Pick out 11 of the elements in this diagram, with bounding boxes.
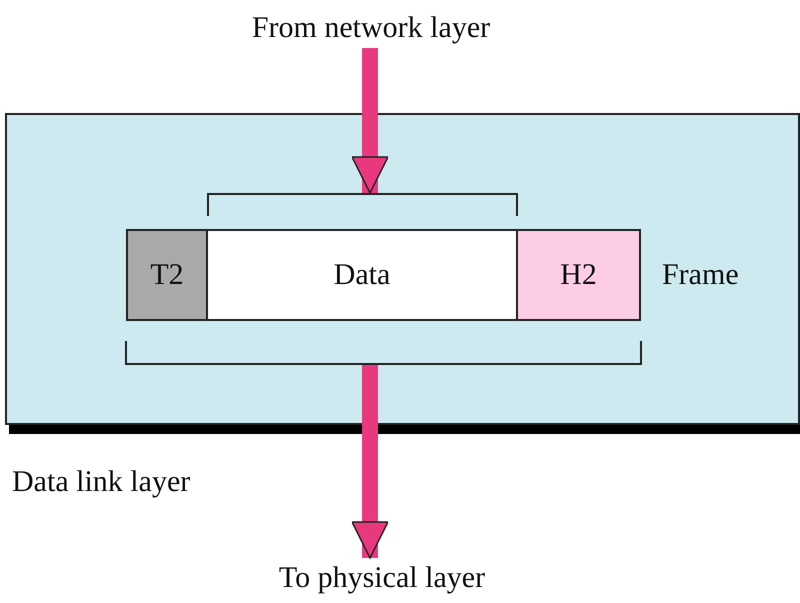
frame-label: Frame xyxy=(662,260,739,290)
arrow xyxy=(351,365,389,559)
bracket xyxy=(125,341,642,365)
layer-caption: From network layer xyxy=(230,8,512,48)
frame-field: H2 xyxy=(516,229,641,321)
arrow xyxy=(351,48,389,194)
layer-caption: To physical layer xyxy=(258,558,506,598)
layer-name: Data link layer xyxy=(12,467,190,497)
bracket xyxy=(207,193,518,217)
frame-field: T2 xyxy=(126,229,208,321)
frame-field: Data xyxy=(206,229,518,321)
